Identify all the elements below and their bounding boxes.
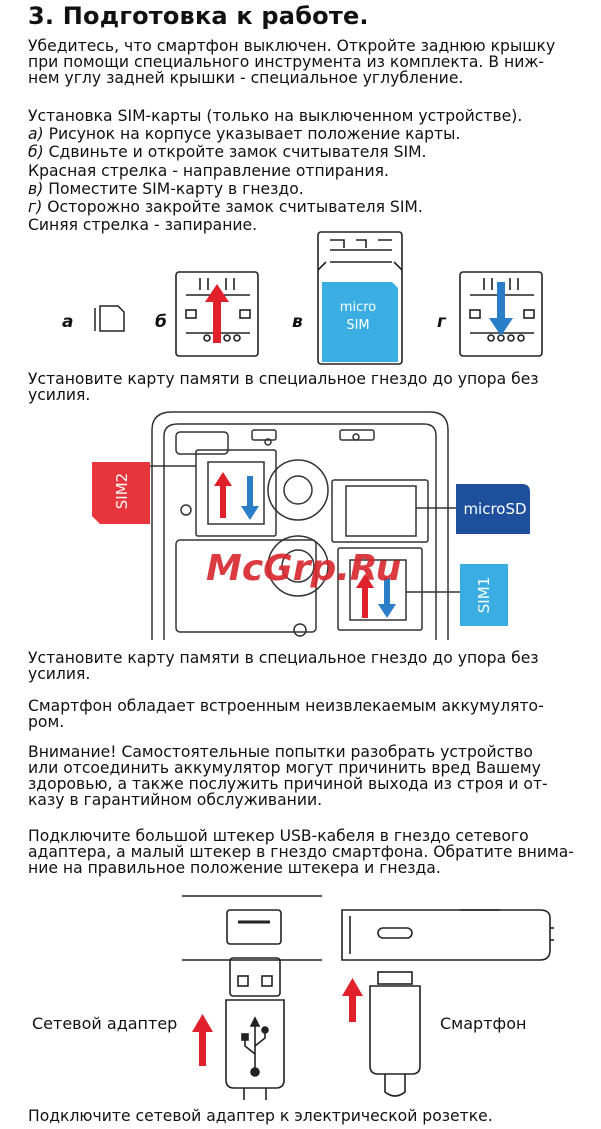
microsd-card bbox=[456, 484, 530, 534]
step-marker: б) bbox=[28, 143, 44, 162]
sim-step: б) Сдвиньте и откройте замок считывателя… bbox=[28, 143, 576, 161]
battery-paragraph: Смартфон обладает встроенным неизвлекаем… bbox=[28, 698, 576, 730]
lock-arrow bbox=[241, 476, 259, 520]
step-text: Рисунок на корпусе указывает положение к… bbox=[43, 125, 461, 144]
text-line: или отсоединить аккумулятор могут причин… bbox=[28, 759, 541, 777]
sim-step: г) Осторожно закройте замок считывателя … bbox=[28, 198, 576, 216]
insert-arrow bbox=[192, 1014, 213, 1066]
adapter-label: Сетевой адаптер bbox=[32, 1014, 178, 1033]
step-text: Красная стрелка - направление отпирания. bbox=[28, 161, 389, 180]
microsd-label: microSD bbox=[463, 500, 527, 518]
step-label-b: б bbox=[155, 312, 167, 332]
text-line: Подключите большой штекер USB-кабеля в г… bbox=[28, 827, 529, 845]
unlock-arrow bbox=[214, 472, 232, 518]
phone-interior-figure bbox=[92, 411, 530, 640]
text-line: адаптера, а малый штекер в гнездо смартф… bbox=[28, 843, 574, 861]
step-text: Сдвиньте и откройте замок считывателя SI… bbox=[43, 143, 427, 162]
warning-paragraph: Внимание! Самостоятельные попытки разобр… bbox=[28, 744, 576, 808]
step-label-a: а bbox=[62, 312, 74, 332]
text-line: Смартфон обладает встроенным неизвлекаем… bbox=[28, 697, 544, 715]
step-label-g: г bbox=[437, 312, 446, 332]
sim-steps-figure bbox=[94, 231, 543, 365]
step-label-v: в bbox=[292, 312, 303, 332]
text-line: усилия. bbox=[28, 665, 91, 683]
sim-card-insert bbox=[317, 231, 403, 365]
step-marker: а) bbox=[28, 125, 44, 144]
sim1-card bbox=[460, 564, 508, 626]
sim-instructions: Установка SIM-карты (только на выключенн… bbox=[28, 107, 576, 234]
step-marker: г) bbox=[28, 198, 43, 217]
text-line: ром. bbox=[28, 713, 65, 731]
phone-label: Смартфон bbox=[440, 1014, 527, 1033]
text-line: казу в гарантийном обслуживании. bbox=[28, 791, 323, 809]
step-text: Поместите SIM-карту в гнездо. bbox=[43, 179, 304, 198]
sim-step: Синяя стрелка - запирание. bbox=[28, 216, 576, 234]
text-line: нем углу задней крышки - специальное угл… bbox=[28, 69, 464, 87]
unlock-arrow bbox=[205, 284, 229, 343]
page-title: 3. Подготовка к работе. bbox=[28, 2, 369, 30]
usb-connection-figure bbox=[182, 895, 554, 1100]
text-line: Подключите сетевой адаптер к электрическ… bbox=[28, 1107, 493, 1125]
lock-arrow bbox=[489, 282, 513, 336]
microsim-card bbox=[322, 282, 398, 362]
card-text-sim: SIM bbox=[346, 318, 370, 333]
intro-paragraph: Убедитесь, что смартфон выключен. Открой… bbox=[28, 38, 576, 86]
text-line: Установите карту памяти в специальное гн… bbox=[28, 370, 539, 388]
text-line: Убедитесь, что смартфон выключен. Открой… bbox=[28, 37, 556, 55]
sim-heading: Установка SIM-карты (только на выключенн… bbox=[28, 107, 523, 125]
sim2-card bbox=[92, 462, 150, 524]
memcard-paragraph: Установите карту памяти в специальное гн… bbox=[28, 371, 576, 403]
watermark: McGrp.Ru bbox=[206, 548, 402, 589]
text-line: Внимание! Самостоятельные попытки разобр… bbox=[28, 743, 533, 761]
lock-arrow bbox=[378, 578, 396, 618]
step-text: Осторожно закройте замок считывателя SIM… bbox=[42, 198, 423, 217]
text-line: усилия. bbox=[28, 386, 91, 404]
sim-step: Красная стрелка - направление отпирания. bbox=[28, 162, 576, 180]
sim-step: а) Рисунок на корпусе указывает положени… bbox=[28, 125, 576, 143]
insert-arrow bbox=[342, 978, 363, 1022]
sim-step: в) Поместите SIM-карту в гнездо. bbox=[28, 180, 576, 198]
memcard-paragraph-2: Установите карту памяти в специальное гн… bbox=[28, 650, 576, 682]
unlock-arrow bbox=[356, 574, 374, 618]
text-line: ние на правильное положение штекера и гн… bbox=[28, 859, 441, 877]
sim-position-icon bbox=[94, 305, 125, 332]
step-marker: в) bbox=[28, 179, 44, 198]
card-text-micro: micro bbox=[339, 300, 377, 315]
step-text: Синяя стрелка - запирание. bbox=[28, 216, 258, 235]
usb-paragraph: Подключите большой штекер USB-кабеля в г… bbox=[28, 828, 576, 876]
footer-text: Подключите сетевой адаптер к электрическ… bbox=[28, 1108, 576, 1124]
text-line: здоровью, а также послужить причиной вых… bbox=[28, 775, 548, 793]
text-line: при помощи специального инструмента из к… bbox=[28, 53, 545, 71]
text-line: Установите карту памяти в специальное гн… bbox=[28, 649, 539, 667]
